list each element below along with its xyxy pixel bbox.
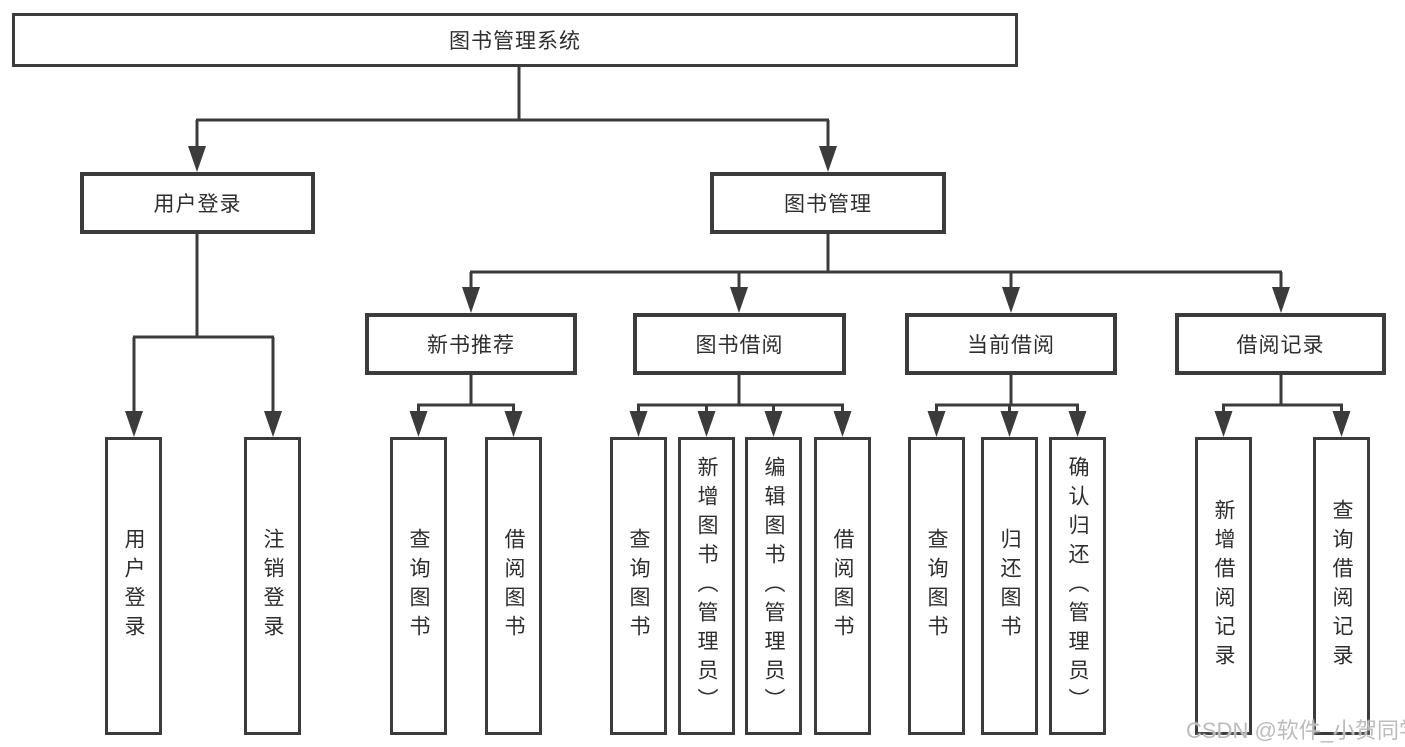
- leaf-return-book-label: 归还图书: [998, 528, 1021, 644]
- leaf-confirm-return-admin-label: 确认归还（管理员）: [1066, 455, 1089, 717]
- leaf-query-book-recommend-label: 查询图书: [407, 528, 430, 644]
- leaf-user-login: 用户登录: [105, 437, 162, 735]
- node-borrow-records-label: 借阅记录: [1236, 334, 1325, 357]
- connector-book-borrow: [637, 374, 844, 414]
- node-library-system-label: 图书管理系统: [449, 30, 581, 53]
- arrowheads-book-mgmt: [462, 287, 1290, 313]
- leaf-query-book-recommend: 查询图书: [390, 437, 447, 735]
- leaf-add-borrow-record-label: 新增借阅记录: [1212, 499, 1235, 673]
- arrowheads-user-login: [125, 411, 282, 437]
- leaf-query-book-current: 查询图书: [908, 437, 965, 735]
- leaf-edit-book-admin-label: 编辑图书（管理员）: [762, 455, 785, 717]
- leaf-query-book-current-label: 查询图书: [925, 528, 948, 644]
- leaf-add-borrow-record: 新增借阅记录: [1195, 437, 1252, 735]
- leaf-query-borrow-record: 查询借阅记录: [1313, 437, 1370, 735]
- leaf-query-borrow-record-label: 查询借阅记录: [1330, 499, 1353, 673]
- leaf-borrow-book-recommend-label: 借阅图书: [502, 528, 525, 644]
- connector-book-mgmt: [469, 233, 1283, 291]
- watermark: CSDN @软件_小贺同学: [1186, 718, 1405, 743]
- arrowheads-book-borrow: [629, 411, 852, 437]
- connector-new-book-rec: [417, 374, 515, 414]
- leaf-return-book: 归还图书: [981, 437, 1038, 735]
- node-new-book-recommend-label: 新书推荐: [427, 334, 515, 357]
- node-borrow-records: 借阅记录: [1175, 313, 1386, 375]
- leaf-logout-label: 注销登录: [261, 528, 284, 644]
- leaf-confirm-return-admin: 确认归还（管理员）: [1049, 437, 1106, 735]
- leaf-query-book-borrow: 查询图书: [610, 437, 667, 735]
- leaf-logout: 注销登录: [244, 437, 301, 735]
- node-library-system: 图书管理系统: [12, 13, 1018, 67]
- node-user-login: 用户登录: [80, 172, 315, 234]
- leaf-borrow-book-recommend: 借阅图书: [485, 437, 542, 735]
- leaf-borrow-book: 借阅图书: [814, 437, 871, 735]
- leaf-borrow-book-label: 借阅图书: [831, 528, 854, 644]
- leaf-edit-book-admin: 编辑图书（管理员）: [745, 437, 802, 735]
- node-book-borrow: 图书借阅: [633, 313, 846, 375]
- node-book-borrow-label: 图书借阅: [695, 334, 784, 357]
- leaf-add-book-admin: 新增图书（管理员）: [678, 437, 735, 735]
- node-new-book-recommend: 新书推荐: [365, 313, 577, 375]
- leaf-user-login-label: 用户登录: [122, 528, 145, 644]
- arrowheads-current-borrow: [927, 411, 1087, 437]
- node-book-management-label: 图书管理: [784, 193, 872, 216]
- leaf-query-book-borrow-label: 查询图书: [627, 528, 650, 644]
- leaf-add-book-admin-label: 新增图书（管理员）: [695, 455, 718, 717]
- node-current-borrow-label: 当前借阅: [967, 334, 1055, 357]
- node-user-login-label: 用户登录: [153, 193, 242, 216]
- arrowheads-root: [188, 146, 837, 172]
- node-book-management: 图书管理: [710, 172, 946, 234]
- connector-borrow-records: [1222, 374, 1343, 414]
- connector-root: [195, 66, 830, 150]
- connector-current-borrow: [935, 374, 1079, 414]
- connector-user-login: [132, 233, 275, 415]
- node-current-borrow: 当前借阅: [905, 313, 1117, 375]
- arrowheads-new-book-rec: [409, 411, 523, 437]
- arrowheads-borrow-records: [1214, 411, 1351, 437]
